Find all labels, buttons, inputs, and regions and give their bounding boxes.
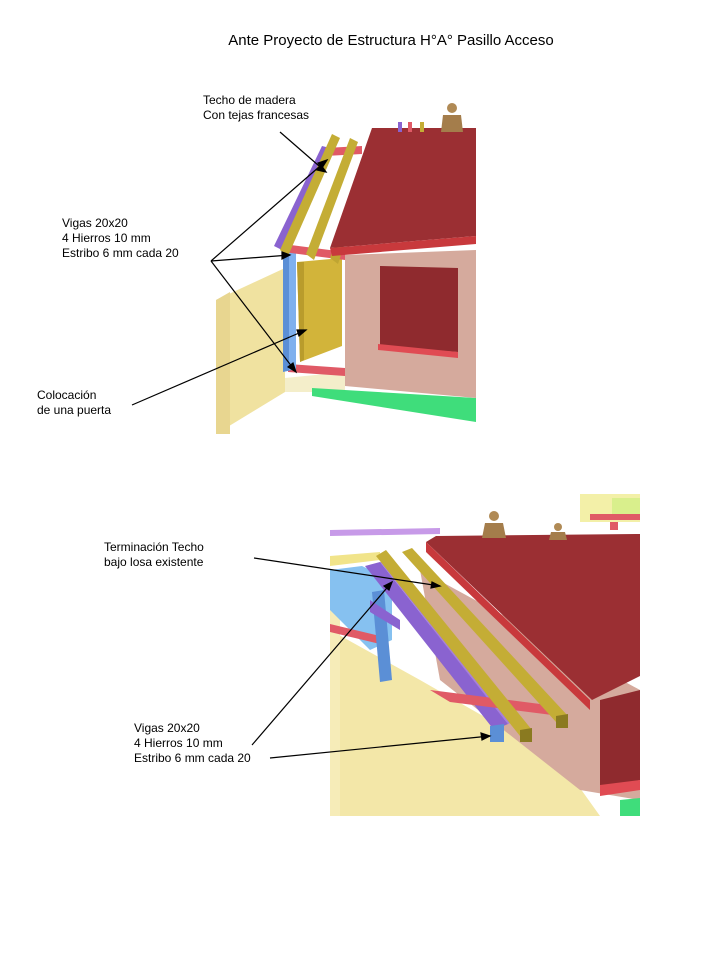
green-base [312,388,476,422]
beams-label-2-line-2: 4 Hierros 10 mm [134,736,223,750]
beams-label-line-2: 4 Hierros 10 mm [62,231,151,245]
beams-label-2-line-3: Estribo 6 mm cada 20 [134,751,251,765]
door [297,258,342,362]
roof-label-line-1: Techo de madera [203,93,296,107]
roof-2 [426,534,640,700]
roof-label: Techo de madera Con tejas francesas [203,93,309,123]
beams-label-line-3: Estribo 6 mm cada 20 [62,246,179,260]
beams-label: Vigas 20x20 4 Hierros 10 mm Estribo 6 mm… [62,216,179,261]
figure-2-scene [330,494,640,816]
beams-label-2-line-1: Vigas 20x20 [134,721,200,735]
roof [330,128,476,248]
page-title: Ante Proyecto de Estructura H°A° Pasillo… [228,32,554,49]
door-label-line-2: de una puerta [37,403,112,417]
wood-beam-1 [280,134,340,256]
window [380,266,458,352]
figure-1-scene [216,103,476,434]
door-label: Colocación de una puerta [37,388,111,418]
cream-wall-2 [330,630,600,816]
roof-finish-label-line-1: Terminación Techo [104,540,204,554]
floor [285,372,345,392]
cream-wall [216,268,285,434]
wood-beam-2b [402,548,568,722]
door-label-line-1: Colocación [37,388,97,402]
person-figure-2 [482,511,506,538]
wood-beam-2 [306,138,358,260]
roof-label-line-2: Con tejas francesas [203,108,310,122]
figure-2-leaders [251,557,492,759]
person-figure-3 [549,523,567,540]
figure-1-leaders [131,131,329,406]
beams-label-2: Vigas 20x20 4 Hierros 10 mm Estribo 6 mm… [134,721,251,766]
purple-beam-2 [365,562,508,730]
wood-beam-2a [376,550,532,736]
roof-finish-label-line-2: bajo losa existente [104,555,204,569]
roof-finish-label: Terminación Techo bajo losa existente [104,540,204,570]
person-figure [441,103,463,132]
beams-label-line-1: Vigas 20x20 [62,216,128,230]
